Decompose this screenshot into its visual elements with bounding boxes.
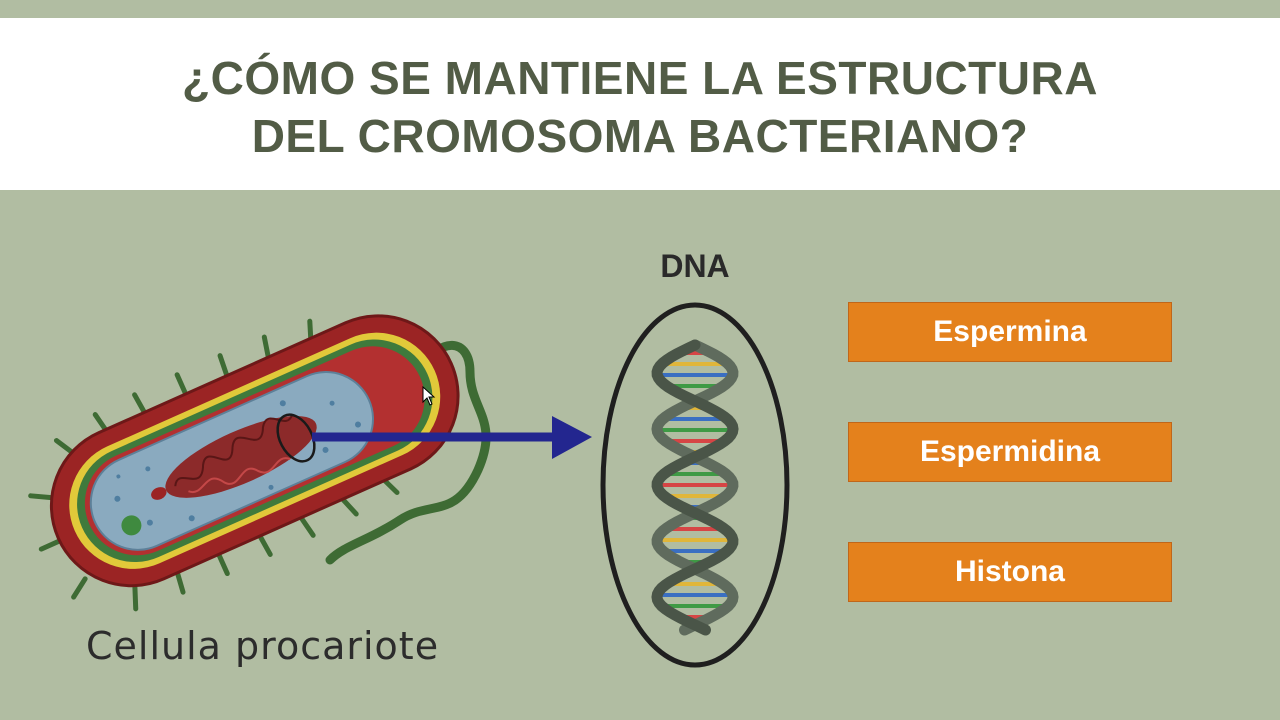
options-list: Espermina Espermidina Histona xyxy=(848,302,1172,662)
title-line-2: DEL CROMOSOMA BACTERIANO? xyxy=(251,110,1029,162)
option-espermina[interactable]: Espermina xyxy=(848,302,1172,362)
dna-enclosure xyxy=(600,302,790,668)
prokaryote-dna-illustration xyxy=(28,302,790,668)
slide-title: ¿CÓMO SE MANTIENE LA ESTRUCTURA DEL CROM… xyxy=(182,43,1098,165)
title-band: ¿CÓMO SE MANTIENE LA ESTRUCTURA DEL CROM… xyxy=(0,18,1280,190)
flagellum xyxy=(325,340,491,565)
dna-backbone xyxy=(651,339,739,636)
ribosomes xyxy=(114,400,361,526)
dna-label: DNA xyxy=(660,248,730,284)
title-line-1: ¿CÓMO SE MANTIENE LA ESTRUCTURA xyxy=(182,52,1098,104)
bacterium-cell xyxy=(28,314,460,612)
pili xyxy=(28,318,400,612)
dna-backbone xyxy=(651,339,739,636)
option-espermidina[interactable]: Espermidina xyxy=(848,422,1172,482)
granule xyxy=(151,487,167,500)
cell-label: Cellula procariote xyxy=(86,624,440,668)
mouse-pointer-icon xyxy=(422,386,436,406)
zoom-arrow xyxy=(312,416,592,459)
zoom-ring xyxy=(276,413,316,463)
dna-helix xyxy=(651,339,739,636)
option-histona[interactable]: Histona xyxy=(848,542,1172,602)
plasmid-granule xyxy=(121,515,142,536)
